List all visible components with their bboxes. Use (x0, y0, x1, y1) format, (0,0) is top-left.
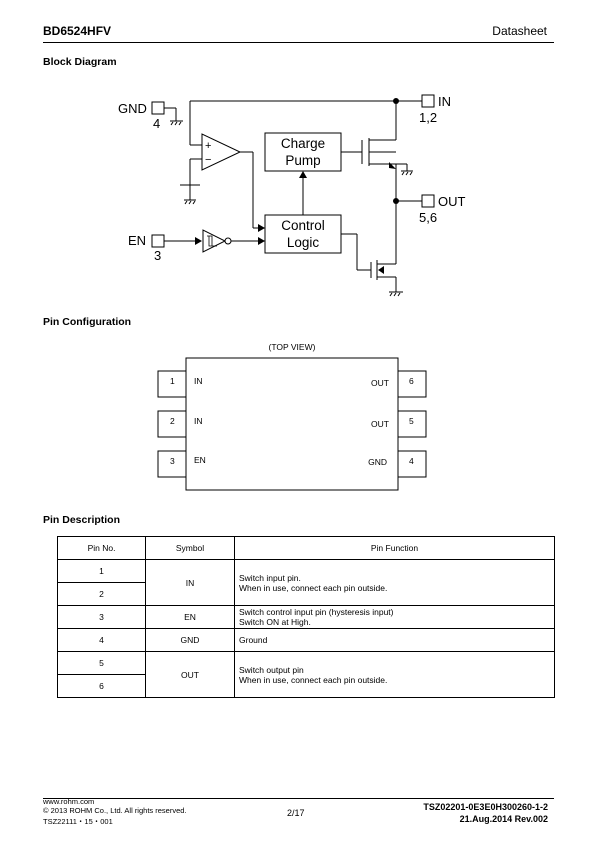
pin-number-cell: 2 (57, 582, 146, 606)
table-row: 5 OUT Switch output pin When in use, con… (57, 651, 555, 698)
footer-doc-id: TSZ02201-0E3E0H300260-1-2 (423, 802, 548, 812)
footer-website: www.rohm.com (43, 797, 95, 806)
schmitt-inverter (202, 229, 227, 253)
charge-pump-label-line1: Charge (281, 136, 325, 151)
column-header-pin-no: Pin No. (57, 536, 146, 560)
header-divider (43, 42, 554, 43)
pin-number-cell: 3 (57, 605, 146, 629)
en-pin-label: EN (128, 233, 146, 248)
out-pin-numbers: 5,6 (419, 210, 437, 225)
function-cell: Switch output pin When in use, connect e… (234, 651, 555, 698)
symbol-cell: OUT (145, 651, 235, 698)
pin-box-4 (397, 450, 427, 478)
function-cell: Ground (234, 628, 555, 652)
block-diagram: GND 4 EN 3 IN 1,2 OUT 5,6 Charge Pump Co… (118, 94, 466, 297)
pin-number-cell: 6 (57, 674, 146, 698)
table-row: 1 IN Switch input pin. When in use, conn… (57, 559, 555, 606)
function-line: Switch output pin (239, 664, 304, 675)
section-title-pin-configuration: Pin Configuration (43, 316, 132, 328)
document-type: Datasheet (492, 24, 547, 38)
pin-box-5 (397, 410, 427, 438)
function-cell: Switch control input pin (hysteresis inp… (234, 605, 555, 629)
out-pin-box (421, 194, 435, 208)
footer-doc-code: TSZ22111・15・001 (43, 817, 113, 826)
in-pin-numbers: 1,2 (419, 110, 437, 125)
pin-number-2: 2 (170, 416, 175, 426)
top-view-label: (TOP VIEW) (269, 342, 316, 352)
document-part-number: BD6524HFV (43, 24, 112, 38)
en-pin-number: 3 (154, 248, 161, 263)
pin-box-3 (157, 450, 187, 478)
package-body (185, 357, 399, 491)
pin-number-6: 6 (409, 376, 414, 386)
function-line: Switch input pin. (239, 572, 301, 583)
footer-copyright: © 2013 ROHM Co., Ltd. All rights reserve… (43, 806, 187, 815)
pin-number-cell: 5 (57, 651, 146, 675)
in-pin-label: IN (438, 94, 451, 109)
section-title-pin-description: Pin Description (43, 514, 121, 526)
pin-box-1 (157, 370, 187, 398)
in-pin-box (421, 94, 435, 108)
charge-pump-label-line2: Pump (285, 153, 320, 168)
pin-box-6 (397, 370, 427, 398)
pin-name-5: OUT (371, 419, 389, 429)
out-pin-label: OUT (438, 194, 466, 209)
control-logic-label-line2: Logic (287, 235, 320, 250)
pin-name-6: OUT (371, 378, 389, 388)
section-title-block-diagram: Block Diagram (43, 56, 117, 68)
pin-box-2 (157, 410, 187, 438)
pin-number-1: 1 (170, 376, 175, 386)
function-line: Switch ON at High. (239, 617, 311, 627)
pin-number-cell: 1 (57, 559, 146, 583)
opamp-plus-sign: + (205, 140, 211, 152)
table-header-row: Pin No. Symbol Pin Function (57, 536, 555, 560)
pin-name-4: GND (368, 457, 387, 467)
footer-page-number: 2/17 (287, 808, 305, 818)
control-logic-block (264, 214, 342, 254)
pin-configuration-diagram: (TOP VIEW) 1 2 3 IN IN EN 6 5 4 OUT OUT … (157, 342, 427, 491)
pin-name-3: EN (194, 455, 206, 465)
footer-divider (43, 798, 554, 799)
pin-number-5: 5 (409, 416, 414, 426)
pin-name-1: IN (194, 376, 203, 386)
pin-name-2: IN (194, 416, 203, 426)
function-cell: Switch input pin. When in use, connect e… (234, 559, 555, 606)
opamp-minus-sign: − (205, 154, 211, 166)
table-row: 4 GND Ground (57, 628, 555, 652)
control-logic-label-line1: Control (281, 218, 325, 233)
table-row: 3 EN Switch control input pin (hysteresi… (57, 605, 555, 629)
comparator-opamp (201, 133, 242, 171)
pin-number-cell: 4 (57, 628, 146, 652)
gnd-pin-box (151, 101, 165, 115)
table-row: 6 (57, 674, 555, 698)
column-header-symbol: Symbol (145, 536, 235, 560)
function-line: Switch control input pin (hysteresis inp… (239, 607, 394, 617)
gnd-pin-number: 4 (153, 116, 160, 131)
function-line: When in use, connect each pin outside. (239, 582, 388, 593)
function-line: When in use, connect each pin outside. (239, 674, 388, 685)
pin-number-3: 3 (170, 456, 175, 466)
footer-date-revision: 21.Aug.2014 Rev.002 (459, 814, 548, 824)
symbol-cell: IN (145, 559, 235, 606)
column-header-pin-function: Pin Function (234, 536, 555, 560)
gnd-pin-label: GND (118, 101, 147, 116)
symbol-cell: EN (145, 605, 235, 629)
symbol-cell: GND (145, 628, 235, 652)
pin-description-table: Pin No. Symbol Pin Function 1 IN Switch … (57, 536, 555, 698)
en-pin-box (151, 234, 165, 248)
pin-number-4: 4 (409, 456, 414, 466)
